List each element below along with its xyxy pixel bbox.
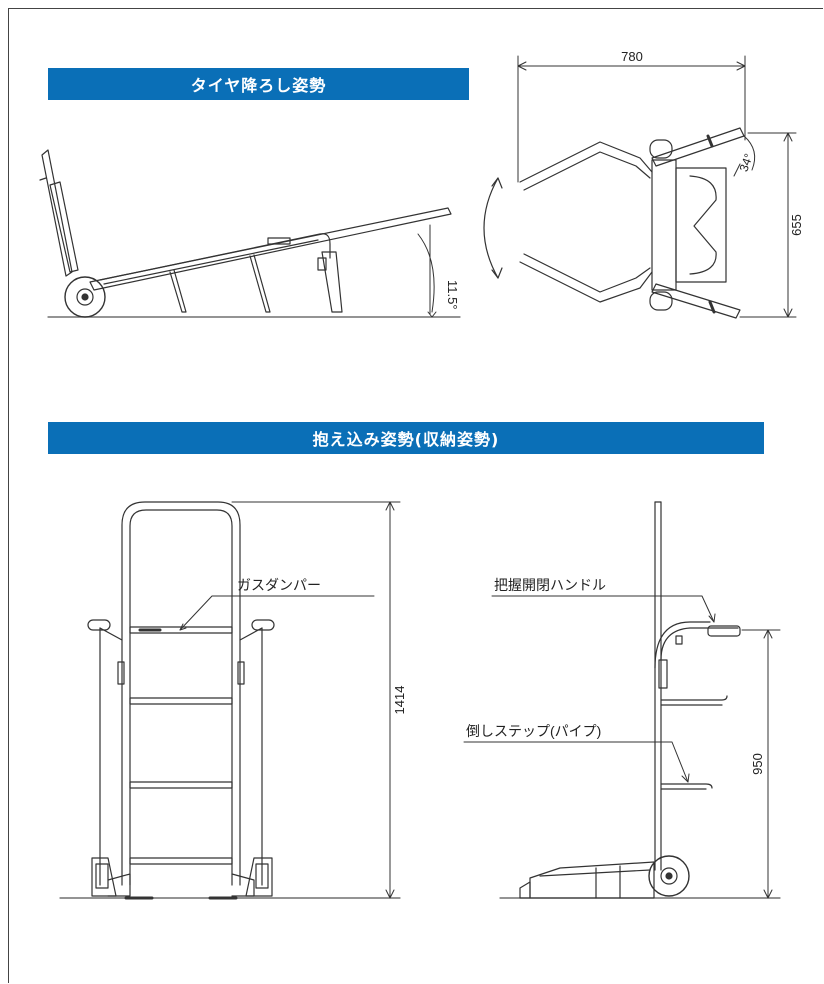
angle-label-side: 11.5°: [445, 280, 460, 310]
side-view-stowed: [463, 501, 781, 899]
section-banner-tire-lowering: タイヤ降ろし姿勢: [48, 68, 469, 100]
angle-dimension-side: [417, 224, 437, 318]
grip-handle-callout: 把握開閉ハンドル: [494, 577, 606, 593]
handle-height-label: 950: [750, 753, 765, 775]
width-dimension-label: 780: [621, 49, 643, 64]
section-banner-stowed: 抱え込み姿勢(収納姿勢): [48, 422, 764, 454]
side-view-tilted-cart: [39, 149, 461, 318]
depth-dimension-label: 655: [789, 214, 804, 236]
top-view-cart: [483, 55, 797, 319]
fold-step-callout: 倒しステップ(パイプ): [466, 723, 601, 739]
gas-damper-callout: ガスダンパー: [237, 577, 321, 593]
front-view-stowed: [59, 501, 401, 900]
page-frame: [8, 8, 823, 983]
angle-label-top: 34°: [737, 152, 756, 174]
total-height-label: 1414: [392, 686, 407, 715]
